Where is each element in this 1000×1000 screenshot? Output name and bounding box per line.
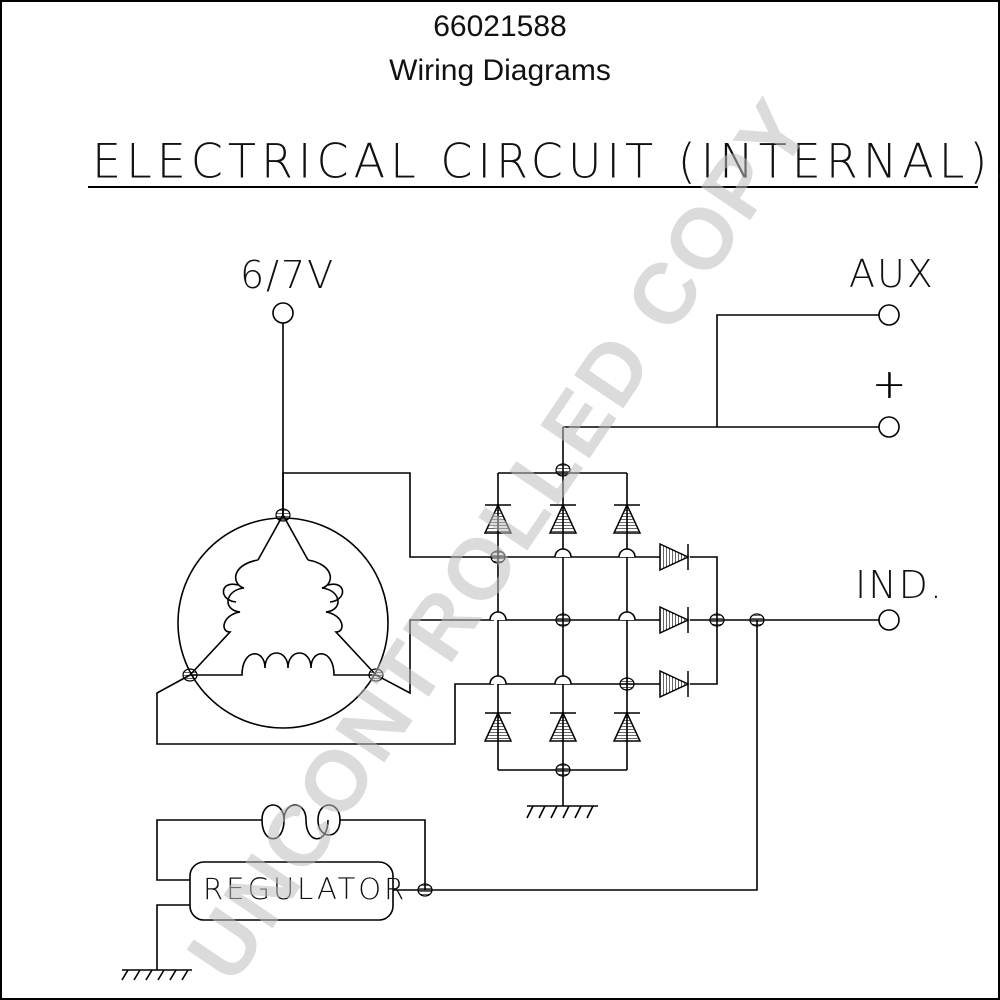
border-bottom [0, 998, 1000, 1000]
diodes-negative [483, 711, 642, 742]
junction-nodes [182, 463, 765, 897]
output-wiring [562, 304, 902, 473]
terminal-label-aux: AUX [849, 252, 935, 296]
bridge-ground [526, 770, 598, 819]
page-subtitle: Wiring Diagrams [389, 54, 611, 87]
stator-winding [189, 514, 377, 676]
diodes-trio [659, 542, 690, 699]
title-underline [88, 186, 978, 188]
border-top [0, 0, 1000, 2]
border-left [0, 0, 2, 1000]
stator-leads [156, 472, 500, 745]
border-right [998, 0, 1000, 1000]
regulator-label: REGULATOR [203, 872, 408, 906]
regulator-box [121, 861, 425, 981]
diodes-positive [483, 503, 642, 534]
field-coil [156, 804, 426, 890]
terminal-label-ind: IND. [855, 563, 944, 607]
diagram-title: ELECTRICAL CIRCUIT (INTERNAL). [92, 133, 1000, 189]
rectifier-bridge [489, 472, 660, 771]
terminal-label-6-7v: 6/7V [240, 253, 336, 297]
part-number: 66021588 [433, 10, 567, 43]
stator-circle [177, 517, 389, 729]
